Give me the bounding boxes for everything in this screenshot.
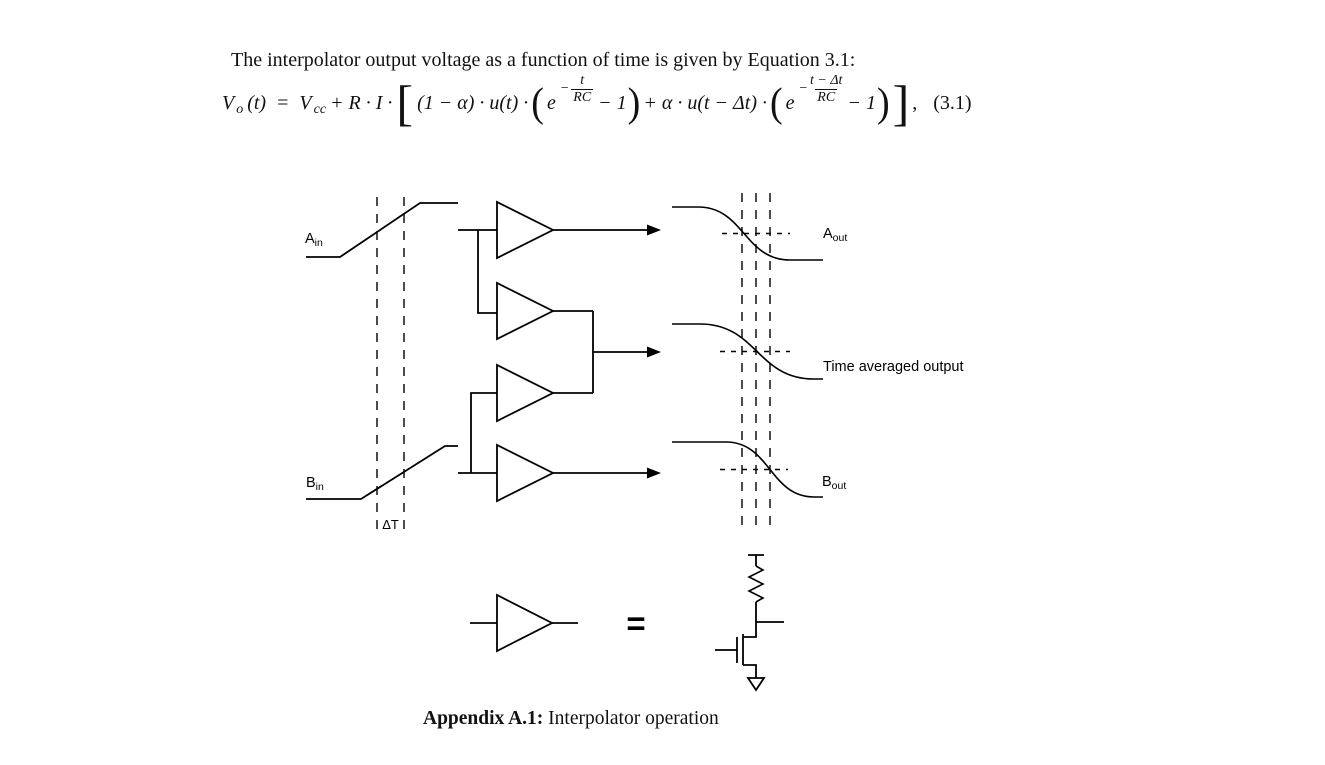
intro-text: The interpolator output voltage as a fun… <box>231 49 856 71</box>
caption-text: Interpolator operation <box>548 708 719 729</box>
eq-den-1: RC <box>571 88 594 105</box>
eq-equals: = <box>277 91 289 114</box>
eq-right-bracket: ] <box>892 74 910 131</box>
legend-transistor-circuit <box>715 554 784 692</box>
ground-icon <box>746 677 766 692</box>
a-in-label: Ain <box>305 231 323 249</box>
time-avg-arrow <box>553 310 661 394</box>
legend-buffer-symbol <box>470 593 578 653</box>
eq-left-paren-2: ( <box>770 80 783 126</box>
eq-comma: , <box>912 91 918 114</box>
interpolator-diagram: Ain Bin Aout Time averaged output Bout Δ… <box>305 193 964 692</box>
eq-sub-o: o <box>236 102 244 117</box>
eq-number: (3.1) <box>933 91 972 114</box>
delta-t-label: ΔT <box>382 517 399 532</box>
time-avg-waveform <box>672 323 823 380</box>
output-timing-dashed-lines <box>741 193 771 528</box>
eq-num-2: t − Δt <box>810 73 843 89</box>
source-wire <box>743 664 757 678</box>
eq-left-paren-1: ( <box>531 80 544 126</box>
eq-den-2: RC <box>815 88 838 105</box>
b-in-waveform <box>306 445 458 500</box>
resistor-icon <box>747 565 765 603</box>
eq-minus-one-2: − 1 <box>847 91 876 114</box>
buffer-2-icon <box>496 281 556 341</box>
b-out-waveform <box>672 441 823 498</box>
eq-right-paren-1: ) <box>627 80 641 126</box>
buffer-1-icon <box>496 200 556 260</box>
eq-num-1: t <box>580 73 585 89</box>
a-out-arrow <box>553 224 661 236</box>
buffer-3-icon <box>496 363 556 423</box>
eq-Vcc: V <box>299 91 312 114</box>
eq-neg-2: − <box>798 81 808 96</box>
a-branch-wire <box>477 230 497 314</box>
eq-R-I: + R · I · <box>330 91 393 114</box>
eq-e-1: e <box>546 91 556 114</box>
supply-rail <box>748 554 764 566</box>
eq-right-paren-2: ) <box>876 80 890 126</box>
eq-of-t: (t) <box>247 91 267 114</box>
legend-equals-sign: = <box>626 605 645 642</box>
eq-e-2: e <box>785 91 795 114</box>
eq-V: V <box>222 91 235 114</box>
b-out-label: Bout <box>822 474 846 492</box>
time-avg-label: Time averaged output <box>823 359 964 375</box>
eq-term2: + α · u(t − Δt) · <box>643 91 767 114</box>
buffer-4-icon <box>496 443 556 503</box>
a-in-waveform <box>306 202 458 258</box>
b-out-arrow <box>553 467 661 479</box>
eq-minus-one-1: − 1 <box>598 91 627 114</box>
eq-neg-1: − <box>559 81 570 96</box>
eq-term1: (1 − α) · u(t) · <box>417 91 529 114</box>
b-in-label: Bin <box>306 475 324 493</box>
b-branch-wire <box>470 392 497 473</box>
eq-sub-cc: cc <box>313 102 327 117</box>
delta-t-dashed-lines <box>376 197 405 532</box>
figure-caption: Appendix A.1: Interpolator operation <box>423 708 719 730</box>
eq-left-bracket: [ <box>396 74 414 131</box>
a-out-label: Aout <box>823 226 847 244</box>
caption-label: Appendix A.1: <box>423 708 544 729</box>
drain-wire <box>743 602 757 638</box>
